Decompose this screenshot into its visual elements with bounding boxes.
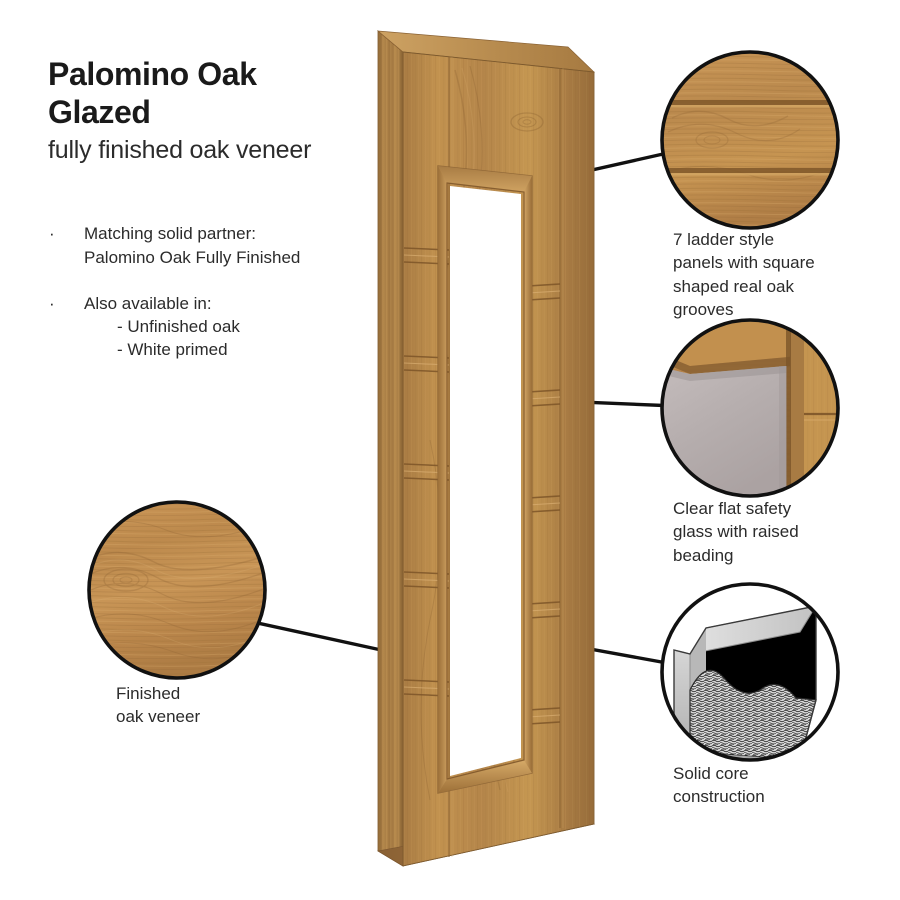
caption-line: Solid core [673,764,749,783]
caption-line: grooves [673,300,734,320]
connector-line-glass [483,396,678,408]
callout-caption-veneer: Finished oak veneer [116,682,316,729]
door-face [402,51,595,867]
door-glass-beading [437,165,533,794]
connector-line-veneer [251,620,406,657]
callout-caption-glass: Clear flat safety glass with raised bead… [673,497,873,567]
product-subtitle: fully finished oak veneer [48,135,312,164]
caption-line: shaped real oak [673,276,794,296]
door-illustration [376,30,596,867]
bullet-marker: · [49,224,55,243]
caption-line: 7 ladder style [673,230,775,249]
door-grooves-right [527,283,561,725]
bullet-line: Also available in: [84,294,212,314]
bullet-line: Palomino Oak Fully Finished [84,248,301,268]
caption-line: construction [673,787,765,807]
door-bottom-edge [377,814,596,867]
callout-circle-panels [660,50,840,230]
feature-bullet-list: · Matching solid partner: Palomino Oak F… [48,222,378,384]
bullet-line: Matching solid partner: [84,224,256,243]
callout-circle-glass [660,318,840,498]
list-item: · Matching solid partner: Palomino Oak F… [48,222,378,270]
bullet-sub-line: - White primed [117,340,228,360]
title-line-1: Palomino Oak [48,56,257,92]
caption-line: beading [673,545,734,565]
door-top-edge [376,30,595,73]
caption-line: Clear flat safety [673,499,792,518]
caption-line: oak veneer [116,707,201,727]
caption-line: Finished [116,684,181,703]
bullet-body: Matching solid partner: Palomino Oak Ful… [67,222,378,270]
callout-circle-core [660,582,840,762]
page-title: Palomino Oak Glazed fully finished oak v… [48,56,388,165]
list-item: · Also available in: - Unfinished oak - … [48,292,378,362]
bullet-marker: · [49,294,55,314]
door-stile-joints [448,57,564,857]
door-grooves-left [403,247,450,697]
bullet-sub-line: - Unfinished oak [117,317,240,337]
callout-caption-panels: 7 ladder style panels with square shaped… [673,228,873,322]
callout-circle-veneer [87,500,267,680]
caption-line: panels with square [673,253,815,273]
connector-line-core [555,641,680,667]
callout-caption-core: Solid core construction [673,762,873,809]
title-line-2: Glazed [48,93,151,130]
bullet-body: Also available in: - Unfinished oak - Wh… [67,292,378,362]
connector-line-panels [541,150,674,183]
caption-line: glass with raised [673,522,799,542]
door-glass-pane [450,186,521,776]
